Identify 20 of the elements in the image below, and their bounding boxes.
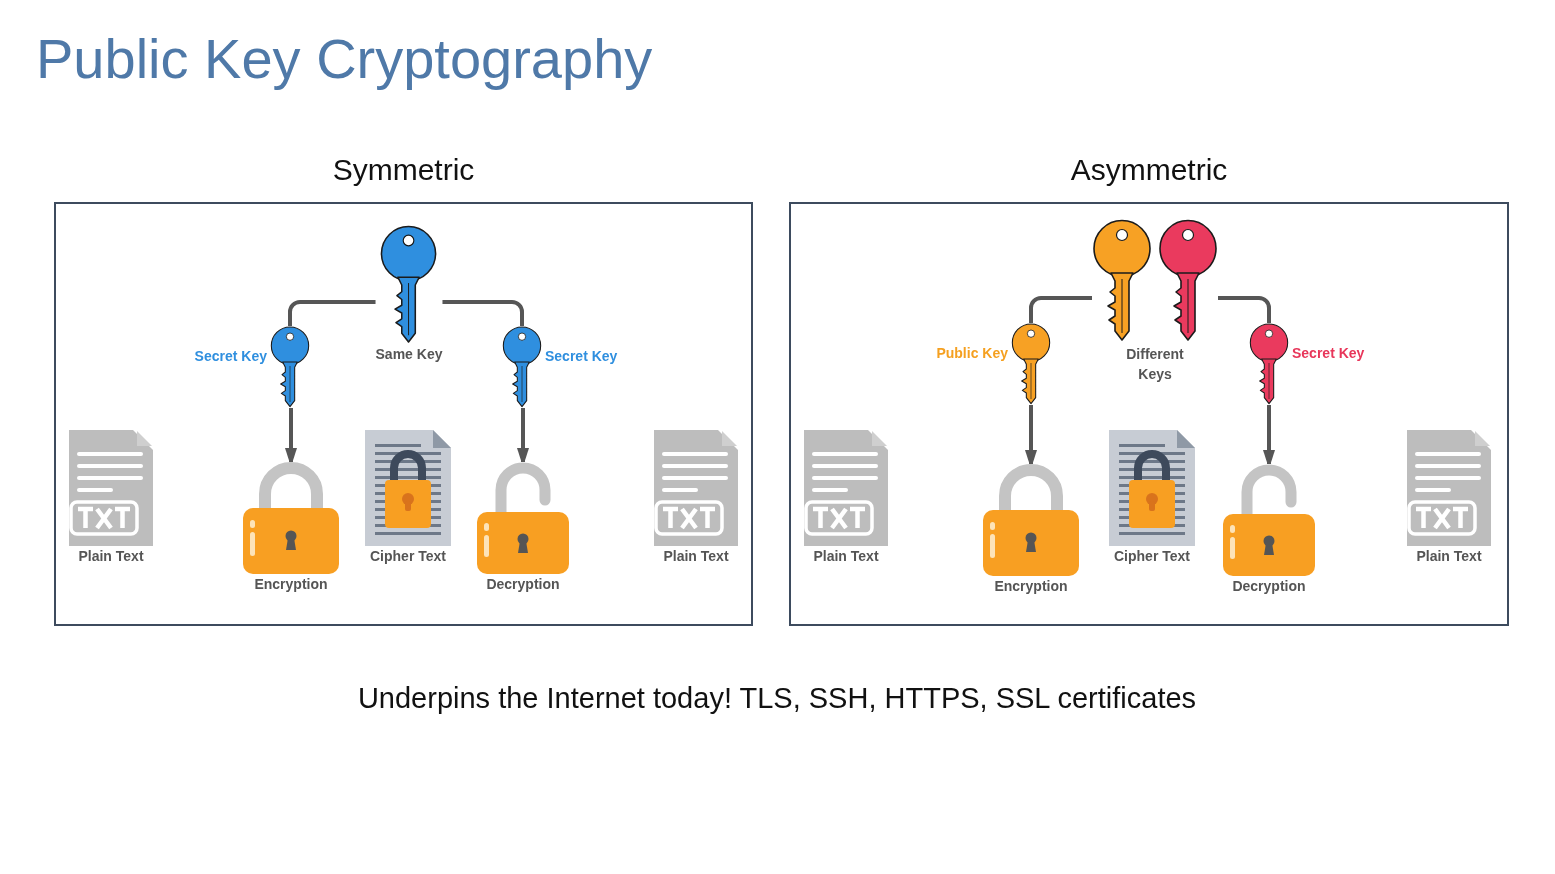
key-label: Secret Key xyxy=(194,348,267,365)
step-label: Decryption xyxy=(1232,578,1306,595)
key-label: Secret Key xyxy=(1292,345,1365,362)
step-label: Encryption xyxy=(254,576,328,593)
slide-title: Public Key Cryptography xyxy=(36,26,653,92)
file-label: Plain Text xyxy=(78,548,144,565)
key-label: Public Key xyxy=(936,345,1008,362)
summary-text: Underpins the Internet today! TLS, SSH, HTTPS, SSL certificates xyxy=(357,681,1197,716)
file-label: Plain Text xyxy=(813,548,879,565)
step-label: Encryption xyxy=(994,578,1068,595)
key-label: Different Keys xyxy=(1126,345,1184,384)
step-label: Decryption xyxy=(486,576,560,593)
file-label: Plain Text xyxy=(1416,548,1482,565)
file-label: Cipher Text xyxy=(370,548,446,565)
key-label: Secret Key xyxy=(545,348,618,365)
file-label: Cipher Text xyxy=(1114,548,1190,565)
file-label: Plain Text xyxy=(663,548,729,565)
key-label: Same Key xyxy=(375,346,443,363)
panel-heading: Symmetric xyxy=(332,152,475,188)
panel-heading: Asymmetric xyxy=(1070,152,1228,188)
